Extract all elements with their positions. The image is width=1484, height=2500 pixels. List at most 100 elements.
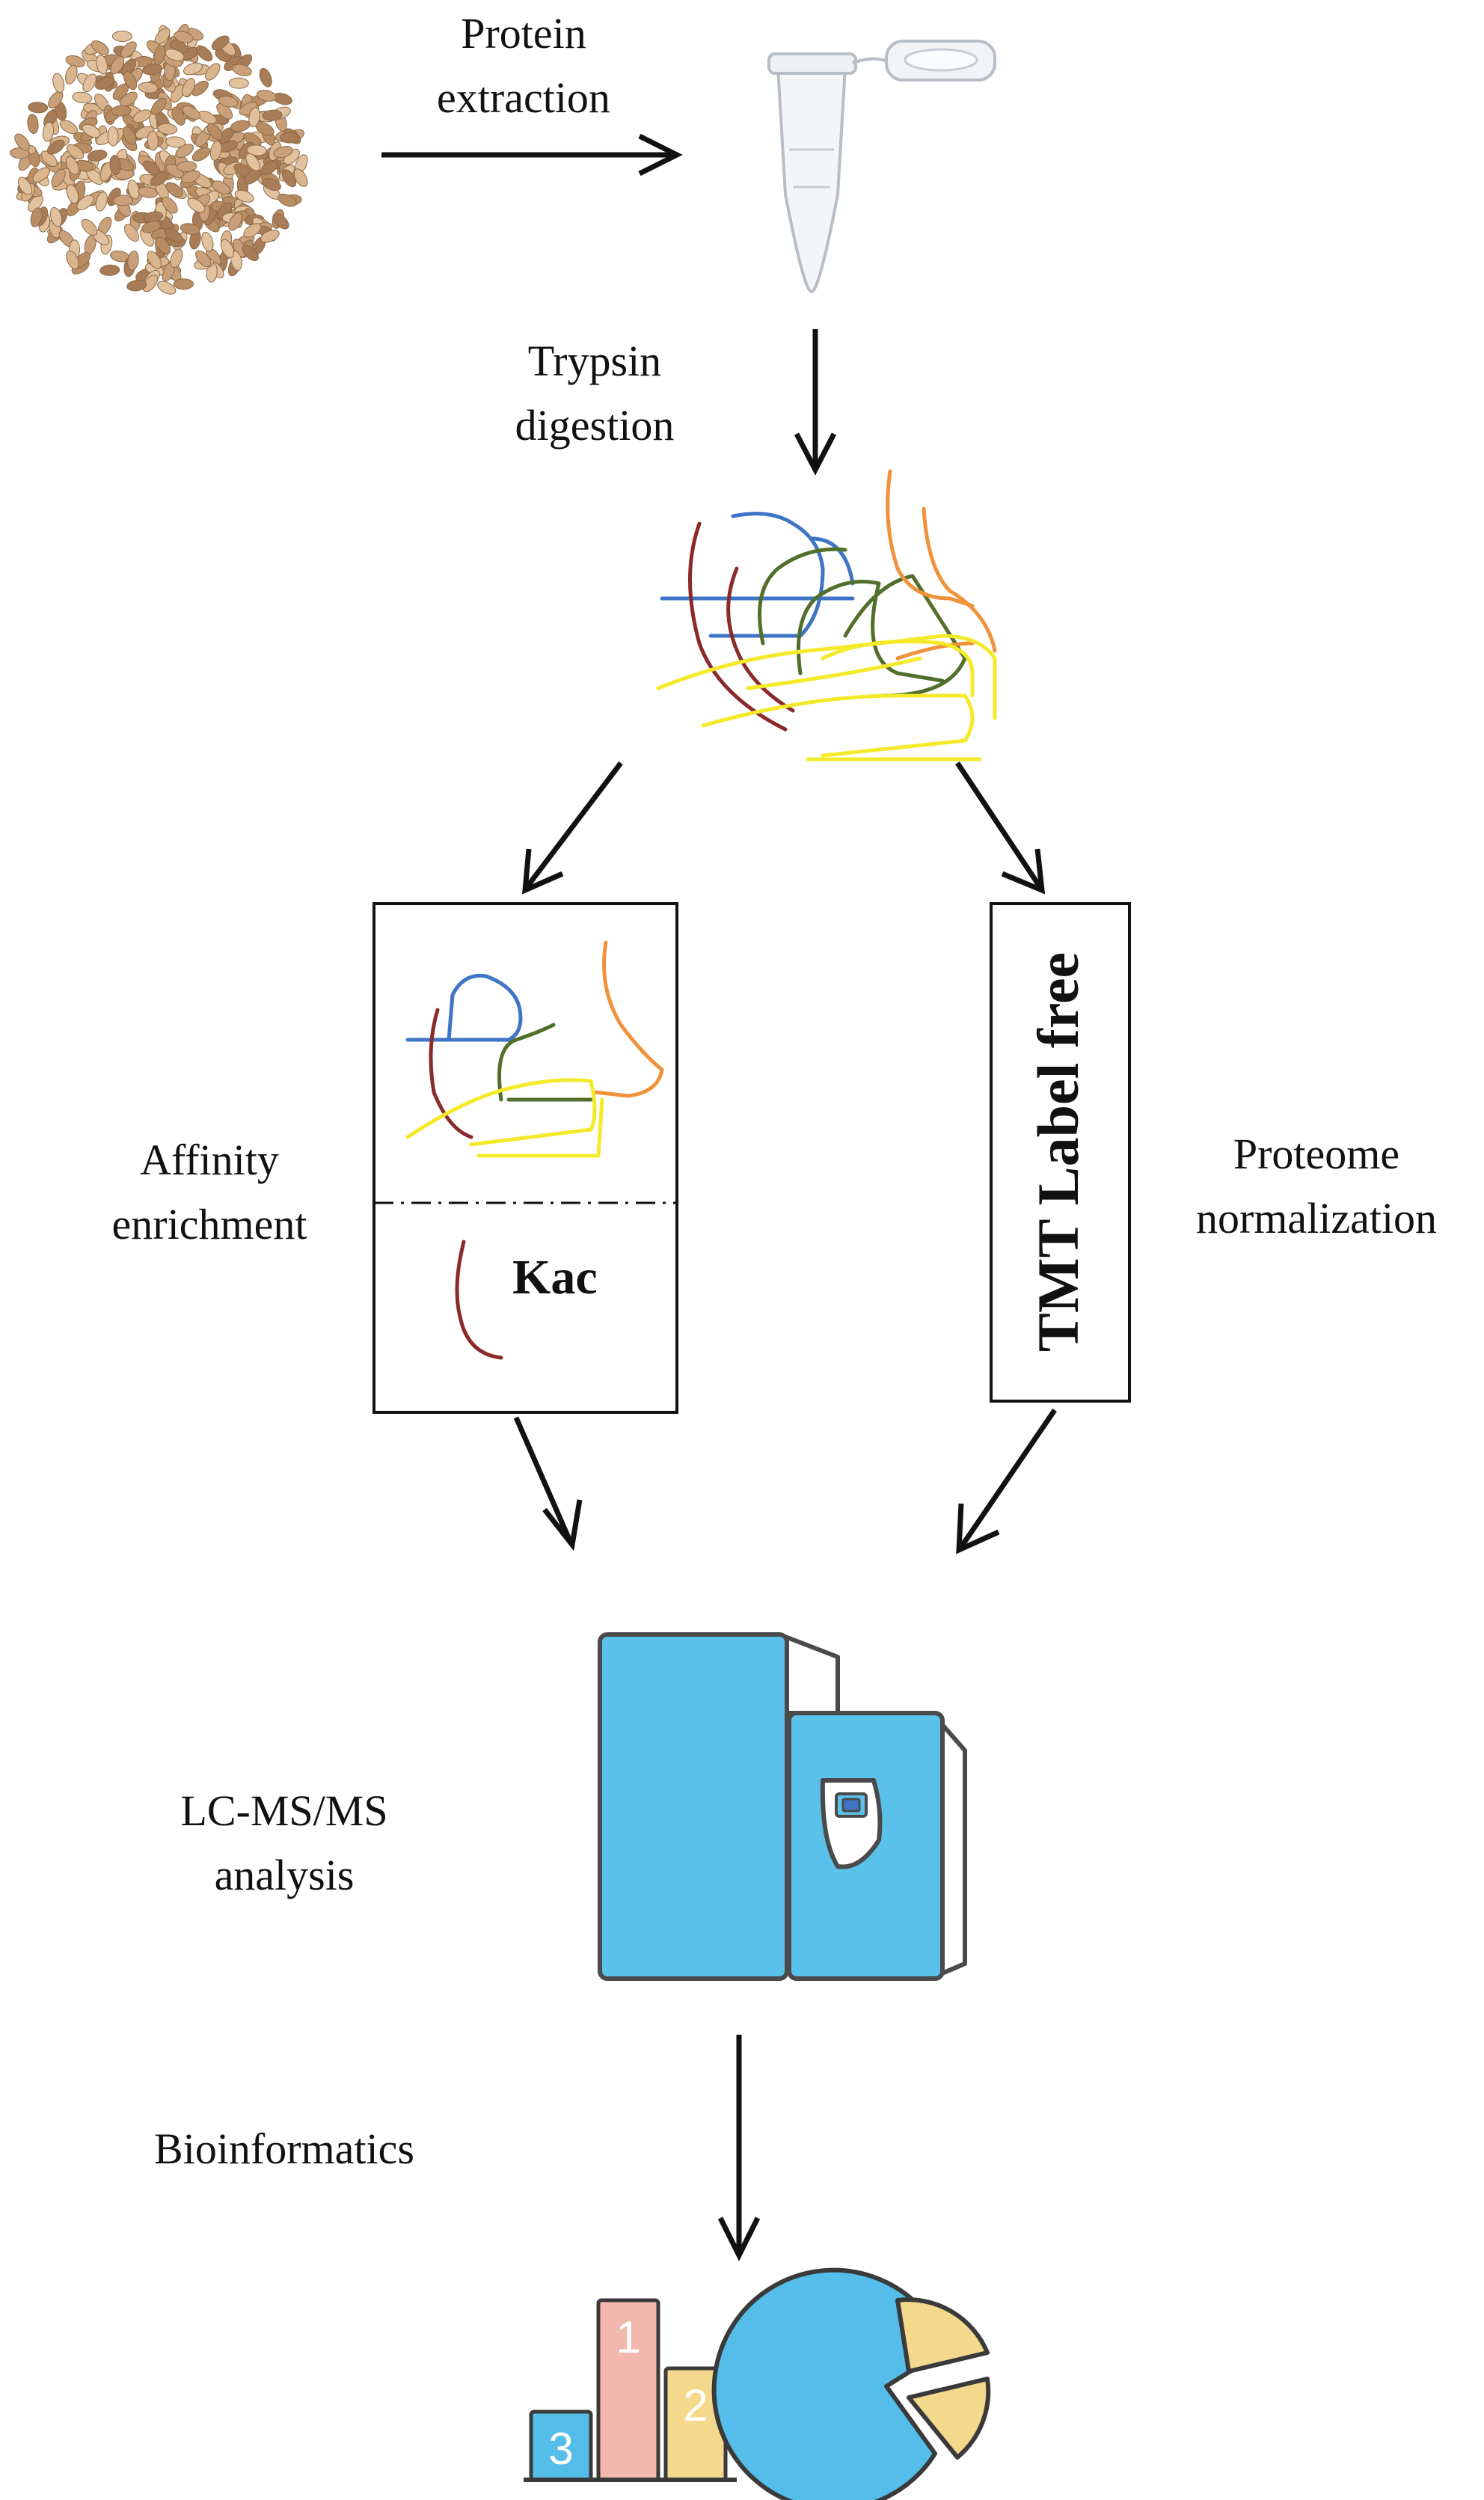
arrow-to-affinity <box>521 761 623 895</box>
seed-grain <box>206 123 223 141</box>
seed-grain <box>218 95 239 108</box>
seed-grain <box>243 169 262 185</box>
seed-grain <box>183 62 203 76</box>
seed-grain <box>181 170 200 183</box>
seed-grain <box>157 123 178 135</box>
seed-grain <box>150 97 167 115</box>
seed-grain <box>59 120 78 135</box>
seed-grain <box>123 224 140 242</box>
seed-grain <box>147 130 159 151</box>
seed-grain <box>65 156 79 175</box>
seed-grain <box>230 251 242 271</box>
seed-grain <box>173 278 194 290</box>
seed-grain <box>147 251 162 269</box>
seed-grain <box>155 236 171 254</box>
seed-grain <box>182 105 201 120</box>
seed-grain <box>257 90 277 102</box>
seed-grain <box>246 144 267 156</box>
bar-label-2: 2 <box>683 2380 708 2430</box>
seed-grain <box>150 171 169 186</box>
microtube-icon <box>767 40 996 294</box>
seed-grain <box>228 77 249 89</box>
seed-grain <box>205 63 221 81</box>
seed-grain <box>259 67 272 88</box>
seed-grain <box>278 193 297 207</box>
seed-grain <box>127 250 139 271</box>
seed-grain <box>42 121 55 142</box>
lcms-label: LC-MS/MS analysis <box>127 1779 441 1908</box>
affinity-enrichment-box <box>372 902 678 1414</box>
seed-grain <box>170 248 183 269</box>
arrow-affinity-to-lcms <box>513 1416 583 1551</box>
affinity-enrichment-label: Affinity enrichment <box>75 1128 344 1257</box>
arrow-to-tmt <box>955 762 1046 895</box>
seed-grain <box>28 194 43 212</box>
pie-slice-lower <box>907 2377 991 2460</box>
seed-grain <box>28 102 49 114</box>
proteome-normalization-line-1: Proteome <box>1233 1130 1400 1178</box>
seed-grain <box>165 227 183 243</box>
seed-grain <box>187 197 206 213</box>
seed-grain <box>18 177 33 195</box>
seed-grain <box>113 194 134 206</box>
seed-grain <box>110 55 125 75</box>
seed-grain <box>95 76 114 90</box>
bar-label-3: 3 <box>548 2424 573 2474</box>
pie-slice-upper <box>895 2297 990 2374</box>
seed-grain <box>177 161 197 173</box>
seed-grain <box>141 221 162 233</box>
tmt-box <box>990 902 1131 1403</box>
seed-grain <box>195 45 213 61</box>
seed-grain <box>95 192 108 212</box>
affinity-enrichment-line-1: Affinity <box>140 1136 279 1184</box>
seed-grain <box>120 91 138 107</box>
seed-grain <box>107 126 119 147</box>
mass-spectrometer-icon <box>598 1632 967 1981</box>
seed-grain <box>234 189 254 203</box>
arrow-tmt-to-lcms <box>956 1409 1057 1554</box>
seed-grain <box>180 223 200 235</box>
seed-grain <box>171 106 186 126</box>
seed-grain <box>52 73 65 94</box>
seed-grain <box>46 139 65 155</box>
seed-grain <box>32 167 50 183</box>
seed-grain <box>228 212 242 231</box>
kac-label: Kac <box>512 1250 598 1305</box>
seed-grain <box>66 250 79 270</box>
seed-grain <box>132 109 152 123</box>
seed-grain <box>91 40 109 55</box>
seed-grain <box>191 147 211 162</box>
seed-grain <box>27 114 39 135</box>
seed-grain <box>40 150 58 168</box>
proteome-normalization-line-2: normalization <box>1195 1194 1438 1243</box>
seed-grain <box>51 168 66 188</box>
arrow-protein-extraction <box>381 133 683 177</box>
seed-grain <box>165 136 186 148</box>
seed-grain <box>66 144 85 160</box>
trypsin-digestion-line-1: Trypsin <box>527 337 662 385</box>
seed-grain <box>165 48 185 61</box>
bioinformatics-label: Bioinformatics <box>105 2117 464 2181</box>
seed-grain <box>14 133 30 151</box>
peptides-icon <box>656 469 997 762</box>
seed-grain <box>273 146 293 159</box>
seed-grain <box>111 105 132 117</box>
seed-grain <box>216 102 233 120</box>
seed-grain <box>293 168 308 187</box>
seed-grain <box>82 73 96 93</box>
bioinformatics-text: Bioinformatics <box>154 2124 414 2173</box>
seed-grain <box>281 169 297 188</box>
seed-grain <box>232 64 252 76</box>
proteome-normalization-label: Proteome normalization <box>1156 1122 1477 1251</box>
seed-grain <box>209 141 222 161</box>
seed-grain <box>123 71 138 91</box>
seed-grain <box>87 150 108 162</box>
seed-grain <box>157 281 177 295</box>
seed-grain <box>165 182 183 197</box>
bar-label-1: 1 <box>616 2312 640 2362</box>
pie-slice-main <box>711 2267 948 2500</box>
seed-grain <box>66 184 79 204</box>
protein-extraction-label: Protein extraction <box>404 1 643 130</box>
seed-grain <box>49 206 63 227</box>
